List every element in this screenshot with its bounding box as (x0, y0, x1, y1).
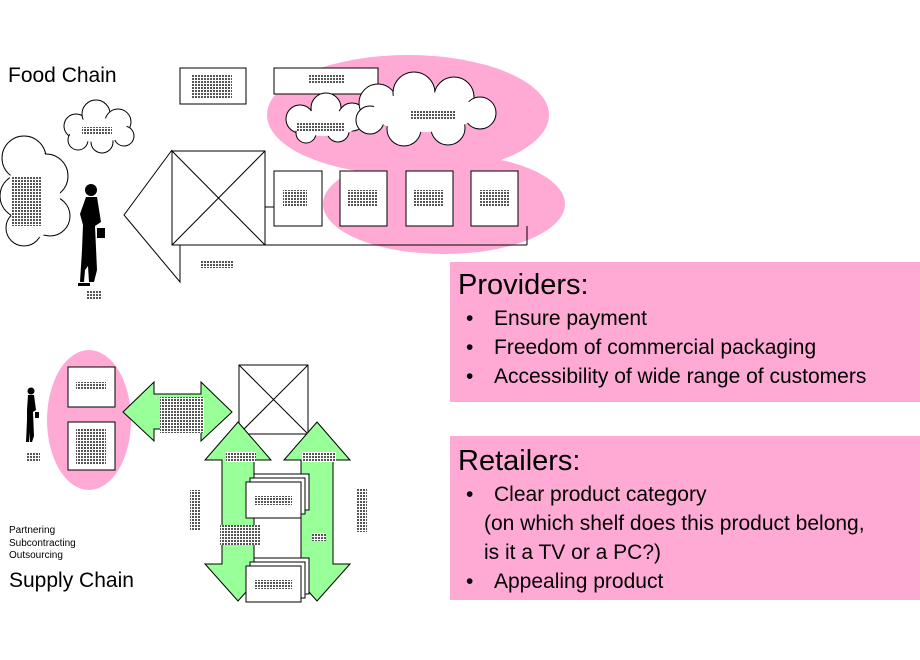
retailers-item: Appealing product (458, 567, 920, 596)
redacted-text (200, 260, 234, 268)
redacted-text (26, 453, 40, 461)
relation-item: Partnering (9, 525, 56, 536)
redacted-text (308, 75, 344, 84)
person-silhouette-icon (26, 387, 39, 442)
redacted-text (254, 496, 292, 505)
redacted-text (302, 452, 336, 462)
retailers-title: Retailers: (458, 445, 581, 477)
retailers-item: is it a TV or a PC?) (484, 541, 662, 564)
double-arrow-icon (282, 421, 352, 602)
retailers-panel: Retailers: Clear product category (on wh… (450, 436, 920, 600)
crossed-box-icon (238, 364, 309, 435)
relation-item: Subcontracting (9, 537, 76, 549)
providers-item: Ensure payment (458, 304, 920, 333)
supply-chain-diagram (26, 350, 367, 603)
redacted-text (160, 397, 204, 433)
redacted-text (192, 74, 232, 98)
redacted-text (12, 176, 42, 226)
connector-lines (123, 149, 528, 284)
providers-list: Ensure payment Freedom of commercial pac… (458, 304, 920, 391)
double-arrow-icon (203, 421, 273, 602)
redacted-text (87, 290, 101, 299)
redacted-text (312, 533, 326, 541)
redacted-text (254, 580, 292, 589)
food-chain-diagram (0, 55, 565, 299)
providers-item: Accessibility of wide range of customers (458, 362, 920, 391)
cloud-icon (63, 99, 135, 154)
retailers-item: (on which shelf does this product belong… (484, 512, 865, 535)
supply-chain-label: Supply Chain (9, 569, 134, 592)
redacted-text (220, 525, 260, 545)
crossed-box-icon (171, 150, 266, 246)
redacted-text (76, 428, 106, 464)
providers-title: Providers: (458, 269, 589, 301)
supplier-box-1 (67, 366, 116, 408)
redacted-text (190, 490, 200, 530)
redacted-text (82, 127, 112, 135)
supply-chain-relations: Partnering Subcontracting Outsourcing (9, 525, 76, 563)
providers-panel: Providers: Ensure payment Freedom of com… (450, 262, 920, 402)
redacted-text (357, 488, 367, 532)
relation-item: Outsourcing (9, 550, 63, 561)
retailers-list: Clear product category (on which shelf d… (458, 480, 920, 596)
providers-item: Freedom of commercial packaging (458, 333, 920, 362)
retailers-item: Clear product category (458, 480, 920, 509)
redacted-text (410, 110, 456, 120)
food-chain-label: Food Chain (8, 64, 117, 87)
redacted-text (76, 382, 106, 390)
person-silhouette-icon (78, 184, 105, 286)
provider-boxes (273, 170, 519, 227)
redacted-text (226, 452, 256, 462)
redacted-text (296, 122, 344, 131)
